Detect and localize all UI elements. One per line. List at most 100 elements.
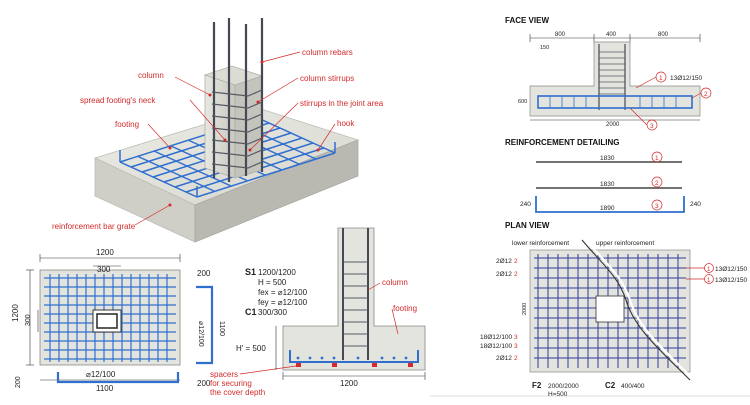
detailing-mark1-circle bbox=[651, 151, 663, 163]
label-hook: hook bbox=[337, 119, 355, 128]
section-c1: C1 bbox=[245, 307, 257, 317]
section-concrete bbox=[282, 227, 426, 371]
section-label-column: column bbox=[382, 278, 408, 287]
detailing-hook-left: 240 bbox=[520, 201, 531, 208]
face-stirrups bbox=[599, 51, 625, 95]
plan-bottom-bar: ⌀12/100 bbox=[86, 370, 116, 379]
detailing-bar3-len: 1890 bbox=[600, 205, 615, 212]
section-bottom-bars bbox=[289, 350, 419, 363]
plan-dim-left-1200: 1200 bbox=[11, 304, 20, 322]
plan-upper-label: upper reinforcement bbox=[596, 240, 654, 247]
plan-view-title: PLAN VIEW bbox=[505, 221, 550, 230]
plan-l3: 18Ø12/100 bbox=[480, 334, 513, 341]
footing-right-face bbox=[194, 139, 359, 243]
face-dim-800-b: 800 bbox=[658, 32, 669, 38]
face-dim-2000: 2000 bbox=[606, 122, 620, 128]
face-mark-circles bbox=[629, 71, 712, 131]
iso-leader-lines bbox=[134, 51, 336, 226]
label-column-rebars: column rebars bbox=[302, 48, 353, 57]
column-front-face bbox=[204, 74, 236, 179]
plan-column-opening bbox=[92, 309, 122, 333]
detailing-bar1-len: 1830 bbox=[600, 155, 615, 162]
section-column-bars bbox=[342, 228, 369, 360]
planview-c2-label: C2 bbox=[605, 381, 616, 390]
section-s1: S1 bbox=[245, 267, 256, 277]
detailing-mark3-circle bbox=[651, 199, 663, 211]
face-concrete bbox=[529, 41, 701, 117]
planview-break-line bbox=[581, 239, 691, 381]
plan-l2-mark: 2 bbox=[514, 271, 518, 278]
label-footing: footing bbox=[115, 120, 139, 129]
detailing-mark2-circle bbox=[651, 176, 663, 188]
column-rebars bbox=[212, 18, 264, 182]
section-spacers-1: spacers bbox=[210, 370, 238, 379]
planview-break-gap bbox=[585, 239, 695, 381]
footing-plan-bottom-left: 1200 300 1200 300 ⌀12/100 1100 200 200 ⌀… bbox=[11, 248, 225, 393]
section-stirrups bbox=[343, 261, 368, 347]
plan-dim-left-300: 300 bbox=[25, 314, 32, 326]
plan-bent-bar-bottom bbox=[56, 372, 180, 384]
plan-l3-mark: 3 bbox=[514, 334, 518, 341]
section-c1-value: 300/300 bbox=[258, 308, 287, 317]
face-dim-600: 600 bbox=[518, 99, 527, 105]
planview-column-opening bbox=[595, 295, 625, 323]
plan-r2: 13Ø12/150 bbox=[715, 277, 748, 284]
face-mesh-ticks bbox=[549, 96, 677, 108]
section-dims bbox=[275, 326, 426, 380]
column-stirrups bbox=[211, 89, 263, 169]
isometric-footing-view: column rebars column column stirrups spr… bbox=[52, 18, 384, 243]
plan-dim-300: 300 bbox=[97, 265, 111, 274]
section-spacers-3: the cover depth bbox=[210, 388, 265, 397]
plan-l2: 2Ø12 bbox=[496, 271, 512, 278]
planview-f2-value: 2000/2000 bbox=[548, 383, 579, 390]
plan-lower-label: lower reinforcement bbox=[512, 240, 569, 247]
face-mark-1: 1 bbox=[659, 75, 663, 82]
detailing-bar2-len: 1830 bbox=[600, 181, 615, 188]
face-view-title: FACE VIEW bbox=[505, 16, 549, 25]
plan-bent-bar bbox=[196, 285, 214, 365]
plan-r2-mark: 1 bbox=[707, 278, 711, 284]
detailing-bar-3 bbox=[535, 196, 685, 213]
label-grate: reinforcement bar grate bbox=[52, 222, 136, 231]
iso-leader-dots bbox=[168, 60, 320, 207]
plan-dim-1200: 1200 bbox=[96, 248, 114, 257]
face-mark-3: 3 bbox=[650, 123, 654, 130]
face-dim-400: 400 bbox=[606, 32, 617, 38]
plan-bend-top: 200 bbox=[197, 269, 211, 278]
plan-bend-len: 1100 bbox=[218, 321, 225, 336]
label-column-stirrups: column stirrups bbox=[300, 74, 354, 83]
section-dim-1200: 1200 bbox=[340, 379, 358, 388]
label-column: column bbox=[138, 71, 164, 80]
face-column-bars bbox=[598, 44, 626, 110]
planview-right-marks bbox=[686, 263, 714, 284]
detailing-title: REINFORCEMENT DETAILING bbox=[505, 138, 620, 147]
detailing-bar3-mark: 3 bbox=[655, 203, 659, 210]
plan-l5: 2Ø12 bbox=[496, 355, 512, 362]
plan-bend-side: ⌀12/100 bbox=[197, 321, 204, 347]
section-spacers-2: for securing bbox=[210, 379, 252, 388]
planview-c2-value: 400/400 bbox=[621, 383, 645, 390]
section-label-footing: footing bbox=[393, 304, 417, 313]
face-mark-2: 2 bbox=[704, 91, 708, 98]
plan-l5-mark: 2 bbox=[514, 355, 518, 362]
plan-dim-lines bbox=[26, 254, 181, 381]
section-h: H = 500 bbox=[258, 278, 287, 287]
planview-f2-label: F2 bbox=[532, 381, 542, 390]
plan-view: PLAN VIEW lower reinforcement upper rein… bbox=[480, 221, 748, 398]
section-s1-value: 1200/1200 bbox=[258, 268, 296, 277]
face-dim-150: 150 bbox=[540, 45, 549, 51]
plan-l1: 2Ø12 bbox=[496, 258, 512, 265]
plan-dim-left-200: 200 bbox=[15, 376, 22, 388]
label-neck: spread footing's neck bbox=[80, 96, 156, 105]
plan-r1: 13Ø12/150 bbox=[715, 266, 748, 273]
section-h-prime: H' = 500 bbox=[236, 344, 266, 353]
plan-l4-mark: 3 bbox=[514, 343, 518, 350]
section-leaders bbox=[239, 282, 399, 375]
section-bar-dots bbox=[296, 356, 408, 360]
face-bar-1: 13Ø12/150 bbox=[670, 75, 703, 82]
section-fex: fex = ⌀12/100 bbox=[258, 288, 308, 297]
section-spacers bbox=[296, 363, 413, 367]
planview-dim-side: 2000 bbox=[522, 303, 528, 315]
reinforcement-detailing: REINFORCEMENT DETAILING 1830 1 1830 2 18… bbox=[505, 138, 701, 213]
